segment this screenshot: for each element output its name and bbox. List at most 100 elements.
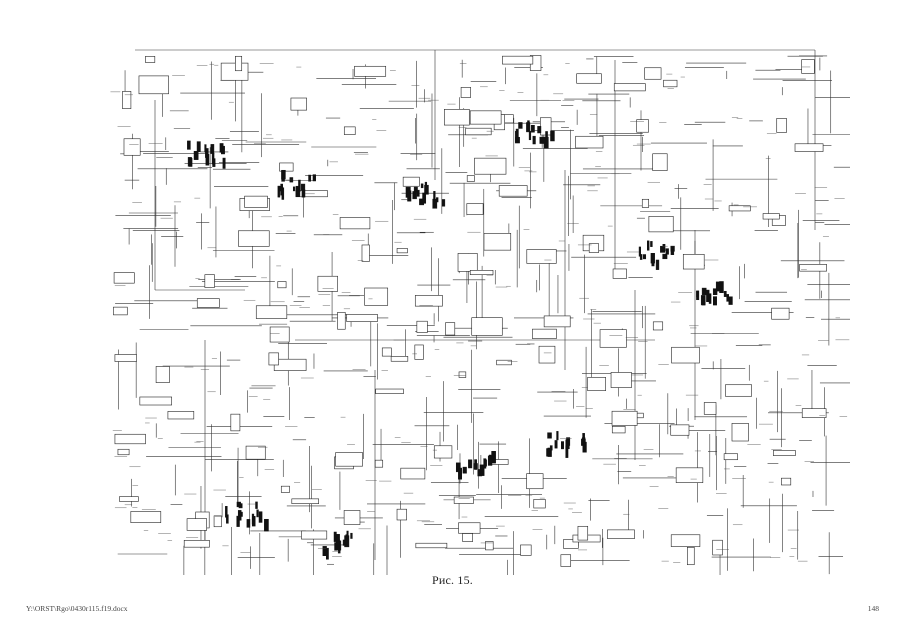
ic-pin-cluster bbox=[655, 259, 660, 270]
component-block bbox=[588, 243, 600, 253]
component-block bbox=[238, 230, 270, 247]
ic-pin-cluster bbox=[582, 441, 587, 453]
component-block bbox=[526, 473, 544, 490]
component-block bbox=[576, 73, 602, 84]
component-block bbox=[648, 216, 674, 233]
component-block bbox=[113, 272, 135, 284]
component-block bbox=[687, 547, 695, 566]
component-block bbox=[587, 377, 606, 391]
footer-file-path: Y:\ORST\Rgo\0430r115.f19.docx bbox=[26, 604, 128, 613]
component-block bbox=[675, 467, 704, 483]
ic-pin-cluster bbox=[256, 509, 259, 518]
component-block bbox=[794, 143, 824, 152]
ic-pin-cluster bbox=[484, 459, 487, 467]
component-block bbox=[415, 542, 448, 549]
component-block bbox=[485, 541, 494, 551]
component-block bbox=[375, 388, 404, 394]
component-block bbox=[301, 530, 328, 540]
ic-pin-cluster bbox=[556, 431, 559, 441]
component-block bbox=[414, 295, 443, 307]
ic-pin-cluster bbox=[281, 187, 285, 200]
component-block bbox=[670, 424, 690, 436]
ic-pin-cluster bbox=[308, 174, 312, 182]
ic-pin-cluster bbox=[212, 158, 216, 167]
ic-pin-cluster bbox=[728, 296, 733, 305]
figure-caption: Рис. 15. bbox=[431, 573, 474, 587]
ic-pin-cluster bbox=[292, 186, 296, 192]
ic-pin-cluster bbox=[301, 189, 306, 198]
ic-pin-cluster bbox=[670, 249, 675, 255]
ic-pin-cluster bbox=[468, 459, 473, 469]
ic-pin-cluster bbox=[334, 542, 337, 551]
component-block bbox=[577, 525, 589, 541]
component-block bbox=[337, 312, 346, 330]
component-block bbox=[167, 411, 195, 420]
component-block bbox=[725, 384, 752, 397]
ic-pin-cluster bbox=[222, 157, 226, 169]
ic-pin-cluster bbox=[712, 288, 718, 296]
ic-pin-cluster bbox=[546, 448, 551, 457]
component-block bbox=[119, 496, 139, 502]
component-block bbox=[458, 371, 467, 378]
component-block bbox=[213, 515, 222, 528]
component-block bbox=[563, 539, 579, 549]
component-block bbox=[532, 328, 557, 339]
ic-pin-cluster bbox=[350, 532, 353, 539]
component-block bbox=[361, 244, 370, 262]
ic-pin-cluster bbox=[719, 281, 724, 294]
ic-pin-cluster bbox=[420, 183, 424, 189]
ic-pin-cluster bbox=[295, 185, 301, 197]
ic-pin-cluster bbox=[706, 289, 710, 303]
component-block bbox=[416, 320, 428, 333]
component-block bbox=[114, 433, 146, 445]
ic-pin-cluster bbox=[433, 191, 436, 202]
ic-pin-cluster bbox=[713, 296, 717, 306]
ic-pin-cluster bbox=[412, 191, 417, 200]
component-block bbox=[354, 65, 387, 77]
component-block bbox=[280, 485, 290, 493]
component-block bbox=[474, 157, 507, 175]
ic-pin-cluster bbox=[527, 120, 530, 126]
component-block bbox=[465, 127, 492, 136]
ic-pin-cluster bbox=[187, 157, 192, 167]
component-block bbox=[801, 408, 827, 418]
component-block bbox=[346, 314, 378, 322]
ic-pin-cluster bbox=[565, 439, 570, 450]
ic-pin-cluster bbox=[346, 530, 349, 539]
component-block bbox=[186, 518, 208, 531]
component-block bbox=[652, 321, 664, 331]
ic-pin-cluster bbox=[322, 546, 327, 556]
component-block bbox=[396, 248, 408, 254]
component-block bbox=[462, 533, 473, 542]
component-block bbox=[255, 305, 288, 319]
component-block bbox=[644, 67, 662, 80]
component-block bbox=[269, 326, 290, 343]
ic-pin-cluster bbox=[196, 141, 201, 153]
component-block bbox=[611, 410, 638, 426]
component-block bbox=[444, 109, 470, 126]
ic-pin-cluster bbox=[205, 154, 210, 166]
ic-pin-cluster bbox=[528, 130, 532, 141]
component-block bbox=[122, 91, 132, 109]
component-block bbox=[457, 253, 478, 272]
component-block bbox=[114, 354, 137, 362]
circuit-schematic-diagram bbox=[95, 40, 855, 580]
component-block bbox=[220, 62, 249, 81]
ic-pin-cluster bbox=[491, 451, 496, 464]
component-block bbox=[526, 249, 557, 264]
ic-pin-cluster bbox=[246, 519, 251, 528]
component-block bbox=[117, 448, 130, 456]
component-block bbox=[445, 322, 456, 336]
ic-pin-cluster bbox=[539, 136, 545, 144]
ic-pin-cluster bbox=[650, 253, 655, 264]
component-block bbox=[290, 97, 307, 111]
component-block bbox=[520, 544, 532, 556]
component-block bbox=[244, 195, 268, 208]
ic-pin-cluster bbox=[187, 140, 191, 150]
component-block bbox=[471, 317, 503, 336]
component-block bbox=[636, 119, 649, 133]
component-block bbox=[335, 452, 363, 467]
component-block bbox=[723, 453, 738, 461]
component-block bbox=[113, 306, 128, 316]
ic-pin-cluster bbox=[236, 501, 241, 508]
